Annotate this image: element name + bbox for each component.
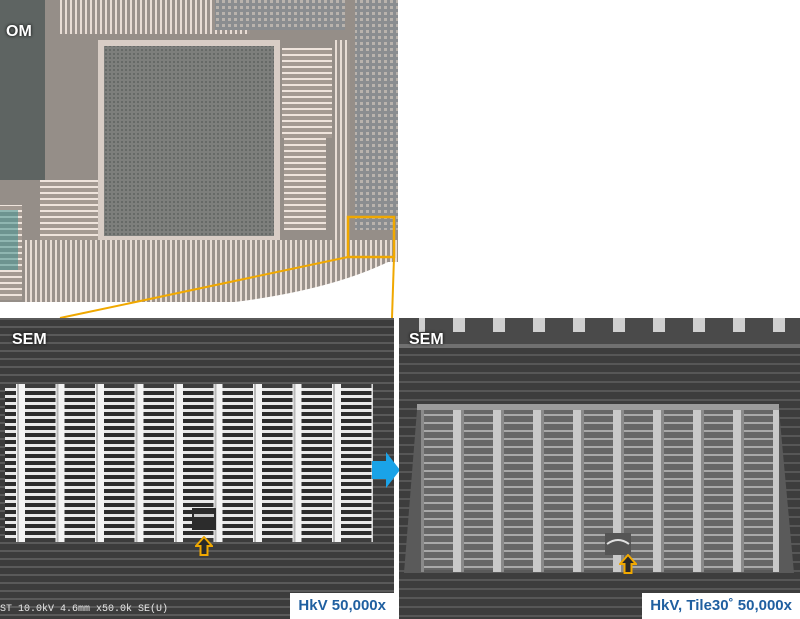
arrow-right-icon — [372, 452, 400, 488]
sem-label-right: SEM — [409, 331, 444, 348]
om-image: OM — [0, 0, 398, 302]
sem-label-left: SEM — [12, 331, 47, 348]
magnification-label-right: HkV, Tile30˚ 50,000x — [642, 593, 800, 619]
arrow-up-icon — [619, 554, 637, 574]
om-label: OM — [6, 23, 32, 40]
sem-image-top-view: SEM ST 10.0kV 4.6mm x50.0k SE(U) HkV 50,… — [0, 318, 394, 619]
arrow-up-icon — [195, 536, 213, 556]
zoom-connector — [59, 256, 395, 319]
sem-micrograph-top — [0, 318, 394, 619]
sem-instrument-info: ST 10.0kV 4.6mm x50.0k SE(U) — [0, 604, 169, 615]
om-micrograph — [0, 0, 398, 302]
sem-micrograph-tilted — [399, 318, 800, 619]
magnification-label-left: HkV 50,000x — [290, 593, 394, 619]
sem-image-tilted-view: SEM HkV, Tile30˚ 50,000x — [399, 318, 800, 619]
